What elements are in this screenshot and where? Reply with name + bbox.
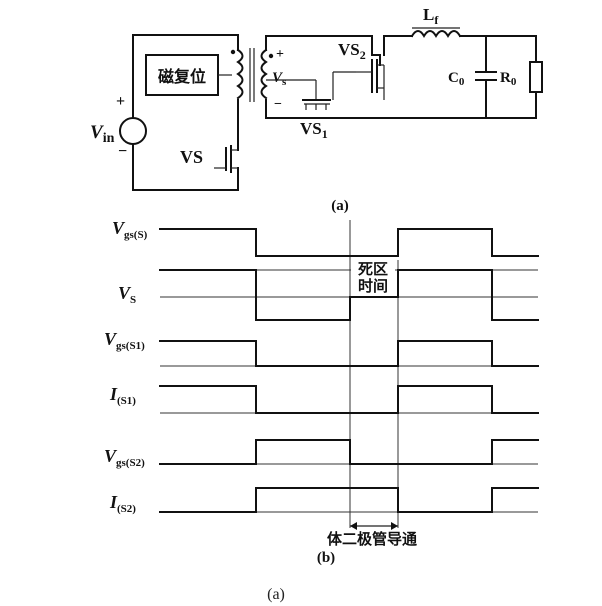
magnetic-reset-label: 磁复位 (158, 67, 206, 86)
vgs-s1-waveform (159, 340, 539, 367)
timing-diagram: 死区 时间 体二极管导通 (b) Vgs(S) VS Vgs(S1) I(S1)… (104, 218, 539, 566)
primary-top-wire (132, 34, 239, 121)
vgs-s-waveform (159, 228, 539, 257)
resistor-r0-icon (529, 61, 543, 93)
magnetic-reset-box (145, 54, 219, 96)
dead-time-label-2: 时间 (358, 277, 388, 295)
signal-label-vgs-s: Vgs(S) (112, 218, 148, 241)
signal-label-i-s1: I(S1) (109, 384, 136, 407)
signal-label-vs: VS (118, 283, 136, 306)
primary-winding-icon (236, 48, 244, 100)
vs-switch-label: VS (180, 147, 203, 167)
vs-mosfet-icon (214, 139, 239, 173)
output-bottom-wire (399, 91, 537, 119)
secondary-winding-icon (260, 48, 268, 100)
secondary-plus-label: + (276, 47, 284, 62)
vin-plus-label: + (116, 93, 125, 110)
signal-label-vgs-s2: Vgs(S2) (104, 446, 145, 469)
vin-source-icon (119, 117, 147, 145)
vin-label: Vin (90, 122, 115, 146)
vin-minus-label: − (118, 143, 127, 160)
secondary-minus-label: − (274, 97, 282, 112)
vs1-mosfet-icon (302, 99, 331, 110)
circuit-schematic: 磁复位 (90, 5, 543, 214)
c0-label: C0 (448, 70, 465, 88)
vgs-s2-waveform (159, 439, 539, 465)
i-s1-waveform (159, 385, 539, 414)
signal-label-i-s2: I(S2) (109, 492, 136, 515)
primary-dot-icon (230, 49, 236, 55)
dead-time-box (351, 258, 395, 294)
body-diode-label: 体二极管导通 (327, 530, 417, 548)
arrow-left-icon (350, 522, 357, 530)
output-top-wire (459, 35, 537, 63)
vs-secondary-label: Vs (272, 70, 287, 88)
primary-bottom-wire (132, 167, 239, 191)
i-s2-waveform (159, 487, 539, 513)
inductor-lf-icon (410, 30, 462, 38)
vs2-label: VS2 (338, 40, 366, 62)
vs-waveform (159, 269, 539, 321)
circuit-caption: (a) (331, 198, 349, 214)
secondary-dot-icon (268, 53, 274, 59)
figure-caption: (a) (267, 586, 285, 603)
timing-caption: (b) (317, 550, 335, 566)
dead-time-label-1: 死区 (358, 260, 388, 278)
arrow-right-icon (391, 522, 398, 530)
lf-label: Lf (423, 5, 439, 27)
signal-label-vgs-s1: Vgs(S1) (104, 329, 145, 352)
vs2-mosfet-icon (332, 54, 385, 100)
r0-label: R0 (500, 70, 517, 88)
secondary-bottom-wire (265, 99, 401, 119)
vs1-label: VS1 (300, 119, 328, 141)
secondary-top-wire (265, 35, 373, 56)
